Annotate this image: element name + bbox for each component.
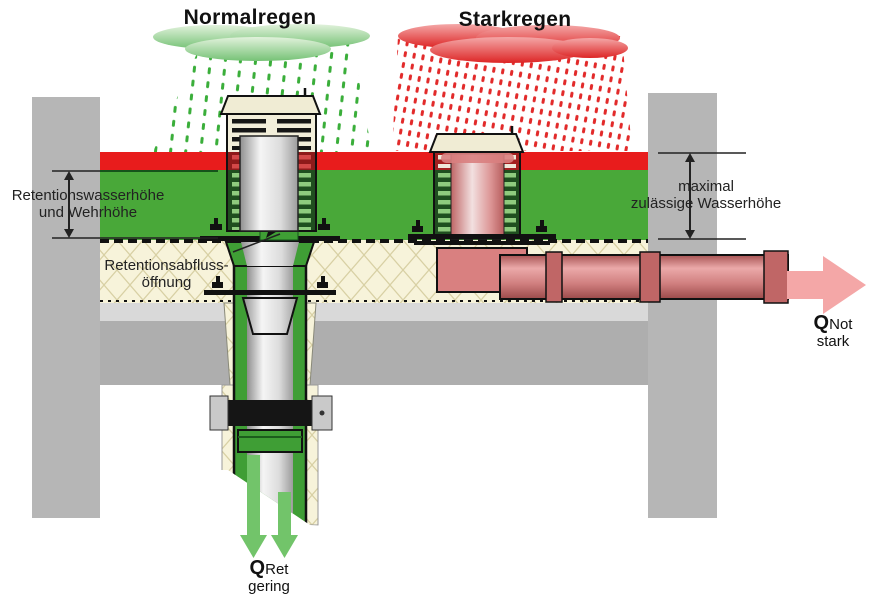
pipe-coupling-ring: [545, 251, 563, 303]
normal-rain-cloud: [153, 24, 370, 61]
roof-slab-screed: [100, 303, 648, 321]
drain-cap-lid: [219, 95, 322, 115]
heavy-rain: [392, 36, 632, 151]
roof-slab: [100, 321, 648, 385]
drain-funnel: [241, 297, 299, 335]
emergency-outflow-arrow: [787, 256, 866, 314]
label-retention-height: Retentionswasserhöhe und Wehrhöhe: [11, 187, 165, 221]
overflow-water-column: [450, 153, 505, 240]
left-parapet-column: [32, 97, 100, 518]
title-normal-rain: Normalregen: [183, 6, 317, 29]
emergency-roof-flange: [408, 220, 556, 245]
pipe-clamp: [226, 400, 314, 426]
heavy-rain-cloud: [398, 24, 628, 63]
right-parapet-column: [648, 93, 717, 518]
label-q-ret: QRet gering: [248, 557, 290, 596]
outlet-leader-line: [232, 233, 281, 253]
retention-outflow-arrows: [240, 455, 298, 558]
drain-riser-pipe: [239, 135, 299, 232]
label-max-water-height: maximal zulässige Wasserhöhe: [630, 178, 782, 212]
label-q-not: QNot stark: [813, 312, 853, 351]
pipe-end-ring: [763, 250, 789, 304]
label-retention-outlet: Retentionsabfluss- öffnung: [104, 257, 229, 291]
retention-height-dimension: [52, 170, 218, 239]
max-water-level-band: [100, 152, 648, 170]
retention-drain-cap: [219, 88, 322, 232]
ceiling-flange: [204, 276, 336, 295]
max-water-height-dimension: [658, 152, 746, 240]
title-heavy-rain: Starkregen: [458, 8, 572, 31]
pipe-coupling-ring: [639, 251, 661, 303]
pipe-coupling: [237, 429, 303, 453]
emergency-drain-cap: [428, 126, 525, 240]
retention-water: [100, 170, 648, 240]
drain-cap-lid: [428, 133, 525, 153]
